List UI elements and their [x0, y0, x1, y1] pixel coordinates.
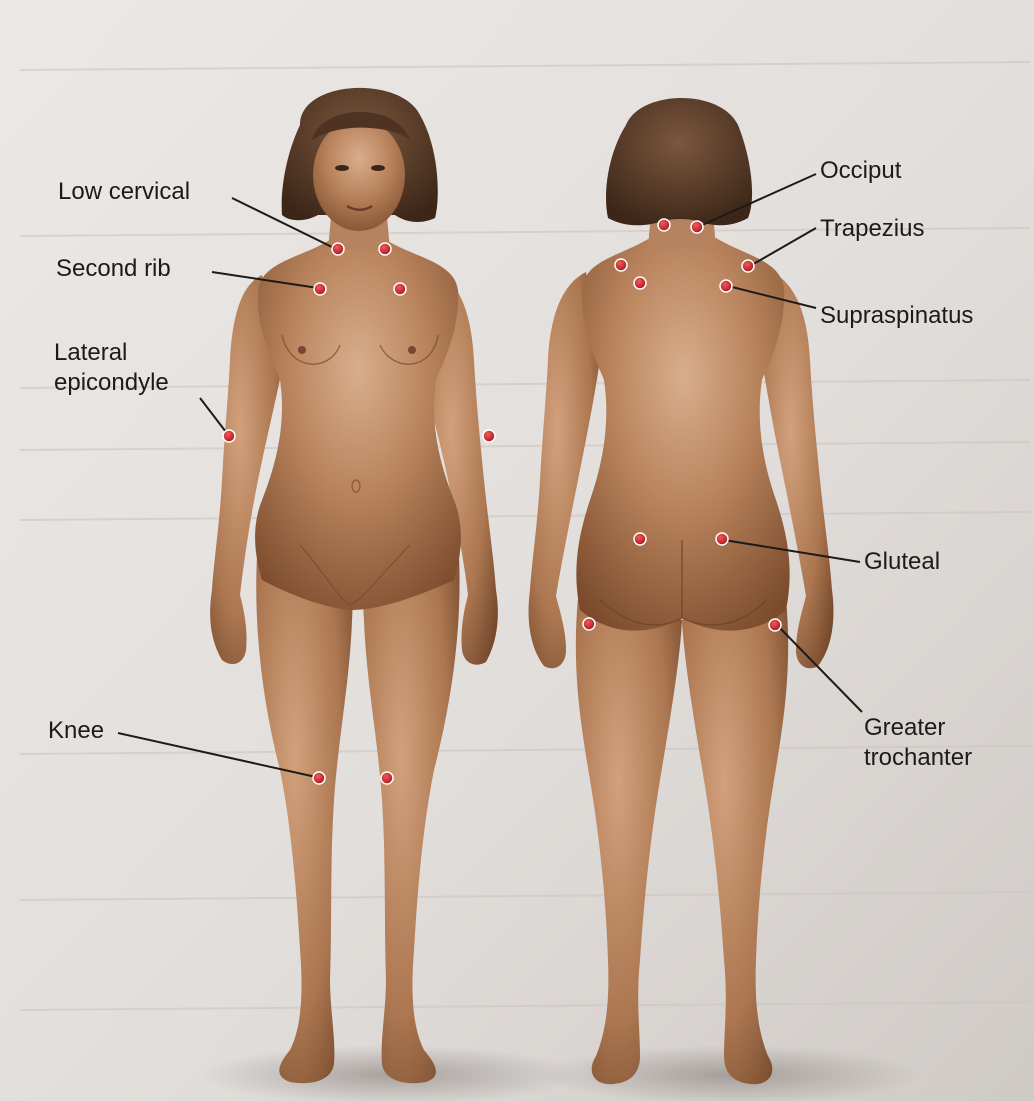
- label-greater-trochanter-line2: trochanter: [864, 743, 972, 773]
- tender-point-supraspinatus-right: [720, 280, 732, 292]
- label-greater-trochanter-line1: Greater: [864, 713, 972, 743]
- tender-point-second-rib-left: [314, 283, 326, 295]
- back-torso: [576, 238, 789, 631]
- tender-point-second-rib-right: [394, 283, 406, 295]
- label-lateral-epicondyle-line1: Lateral: [54, 338, 169, 368]
- label-greater-trochanter: Greater trochanter: [864, 713, 972, 773]
- tender-point-greater-trochanter-left: [583, 618, 595, 630]
- label-lateral-epicondyle-line2: epicondyle: [54, 368, 169, 398]
- tender-point-trapezius-right: [742, 260, 754, 272]
- label-lateral-epicondyle: Lateral epicondyle: [54, 338, 169, 398]
- tender-point-greater-trochanter-right: [769, 619, 781, 631]
- front-torso: [255, 240, 461, 610]
- front-nipple-right: [408, 346, 416, 354]
- tender-point-low-cervical-left: [332, 243, 344, 255]
- label-occiput: Occiput: [820, 156, 901, 186]
- tender-point-low-cervical-right: [379, 243, 391, 255]
- tender-point-lateral-epicondyle-right: [483, 430, 495, 442]
- tender-point-lateral-epicondyle-left: [223, 430, 235, 442]
- label-second-rib: Second rib: [56, 254, 171, 284]
- tender-point-supraspinatus-left: [634, 277, 646, 289]
- label-knee: Knee: [48, 716, 104, 746]
- tender-point-gluteal-left: [634, 533, 646, 545]
- label-supraspinatus: Supraspinatus: [820, 301, 973, 331]
- label-gluteal: Gluteal: [864, 547, 940, 577]
- tender-point-knee-right: [381, 772, 393, 784]
- tender-point-occiput-left: [658, 219, 670, 231]
- label-low-cervical: Low cervical: [58, 177, 190, 207]
- front-nipple-left: [298, 346, 306, 354]
- tender-point-knee-left: [313, 772, 325, 784]
- tender-point-occiput-right: [691, 221, 703, 233]
- tender-point-trapezius-left: [615, 259, 627, 271]
- front-face: [313, 119, 405, 231]
- label-trapezius: Trapezius: [820, 214, 924, 244]
- tender-point-gluteal-right: [716, 533, 728, 545]
